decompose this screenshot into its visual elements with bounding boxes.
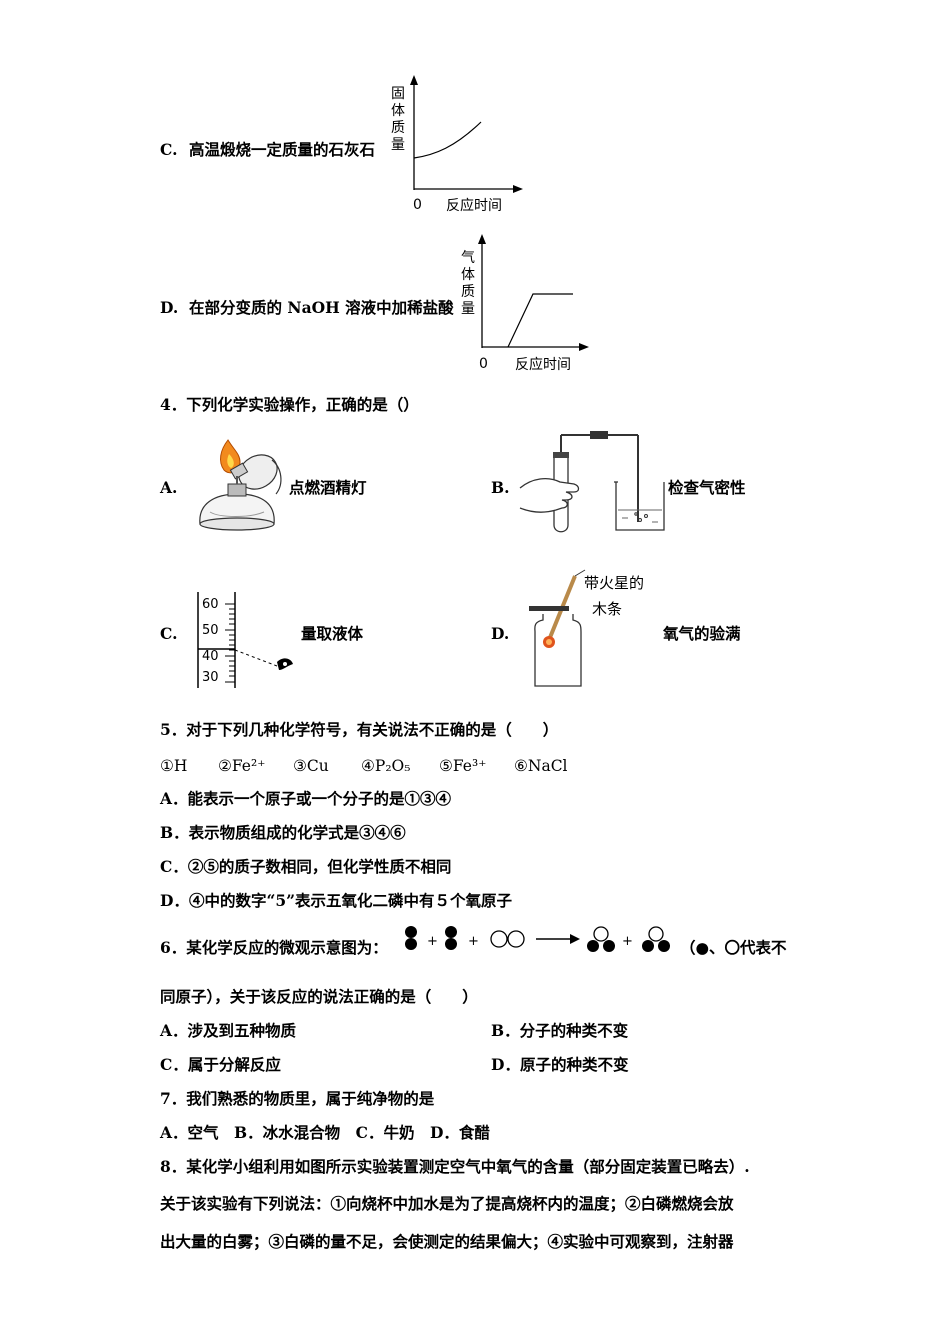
q6-stem-continued: 同原子），关于该反应的说法正确的是（ ） xyxy=(160,987,478,1006)
q3-d-label: D. xyxy=(160,298,179,317)
q3-d-text: 在部分变质的 NaOH 溶液中加稀盐酸 xyxy=(189,298,454,317)
q4-d-label: D. xyxy=(491,624,510,643)
q4-d-annotation-line2: 木条 xyxy=(592,600,623,618)
alcohol-lamp-lighting-illustration xyxy=(199,439,282,531)
q7-stem: 7．我们熟悉的物质里，属于纯净物的是 xyxy=(160,1089,435,1108)
cylinder-tick-40: 40 xyxy=(202,649,219,664)
q3-d-graph xyxy=(478,234,589,351)
q3-c-y-axis-label: 固体质量 xyxy=(391,86,405,153)
q6-option-d: D．原子的种类不变 xyxy=(491,1055,629,1074)
q4-b-label: B. xyxy=(491,478,510,497)
q5-symbol-1: ①H xyxy=(160,757,188,775)
q5-symbol-3: ③Cu xyxy=(293,757,329,775)
q3-c-label: C. xyxy=(160,140,178,159)
cylinder-tick-30: 30 xyxy=(202,670,219,685)
svg-text:+: + xyxy=(468,934,479,949)
q5-symbol-4: ④P₂O₅ xyxy=(361,757,411,775)
q8-line-3: 出大量的白雾；③白磷的量不足，会使测定的结果偏大；④实验中可观察到，注射器 xyxy=(160,1232,734,1251)
q6-option-a: A．涉及到五种物质 xyxy=(160,1021,297,1040)
oxygen-test-illustration xyxy=(529,569,586,687)
q3-c-graph xyxy=(410,75,523,193)
q5-option-b: B．表示物质组成的化学式是③④⑥ xyxy=(160,823,406,842)
q4-stem: 4．下列化学实验操作，正确的是（） xyxy=(160,395,419,414)
q3-c-x-axis-label: 反应时间 xyxy=(446,198,502,214)
cylinder-tick-50: 50 xyxy=(202,623,219,638)
q5-symbol-6: ⑥NaCl xyxy=(514,757,568,775)
q3-c-origin: 0 xyxy=(413,197,422,213)
q4-a-label: A. xyxy=(160,478,178,497)
q4-a-text: 点燃酒精灯 xyxy=(289,478,367,497)
q6-stem: 6．某化学反应的微观示意图为： xyxy=(160,938,388,957)
svg-text:+: + xyxy=(622,934,633,949)
q4-b-text: 检查气密性 xyxy=(668,478,746,497)
q5-stem: 5．对于下列几种化学符号，有关说法不正确的是（ ） xyxy=(160,720,559,739)
q6-option-b: B．分子的种类不变 xyxy=(491,1021,629,1040)
q7-options: A．空气 B．冰水混合物 C．牛奶 D．食醋 xyxy=(160,1123,490,1142)
q8-line-2: 关于该实验有下列说法：①向烧杯中加水是为了提高烧杯内的温度；②白磷燃烧会放 xyxy=(160,1194,734,1213)
svg-text:+: + xyxy=(427,934,438,949)
q4-d-annotation-line1: 带火星的 xyxy=(584,574,645,592)
q5-option-d: D．④中的数字“5”表示五氧化二磷中有５个氧原子 xyxy=(160,891,513,910)
q6-legend: （●、〇代表不 xyxy=(680,938,787,957)
cylinder-tick-60: 60 xyxy=(202,597,219,612)
q4-c-text: 量取液体 xyxy=(301,624,364,643)
q3-d-origin: 0 xyxy=(479,356,488,372)
q3-d-y-axis-label: 气体质量 xyxy=(461,250,475,317)
q6-option-c: C．属于分解反应 xyxy=(160,1055,281,1074)
q3-c-text: 高温煅烧一定质量的石灰石 xyxy=(189,140,376,159)
reaction-micro-diagram: + + + xyxy=(405,926,670,952)
q5-symbol-2: ②Fe²⁺ xyxy=(218,757,266,775)
airtightness-check-illustration xyxy=(519,431,665,533)
q5-symbol-5: ⑤Fe³⁺ xyxy=(439,757,487,775)
q5-option-a: A．能表示一个原子或一个分子的是①③④ xyxy=(160,789,452,808)
q3-d-x-axis-label: 反应时间 xyxy=(515,357,571,373)
graduated-cylinder-illustration xyxy=(197,592,293,688)
q8-line-1: 8．某化学小组利用如图所示实验装置测定空气中氧气的含量（部分固定装置已略去）. xyxy=(160,1157,750,1176)
q5-option-c: C．②⑤的质子数相同，但化学性质不相同 xyxy=(160,857,452,876)
q4-d-text: 氧气的验满 xyxy=(663,624,741,643)
q4-c-label: C. xyxy=(160,624,178,643)
